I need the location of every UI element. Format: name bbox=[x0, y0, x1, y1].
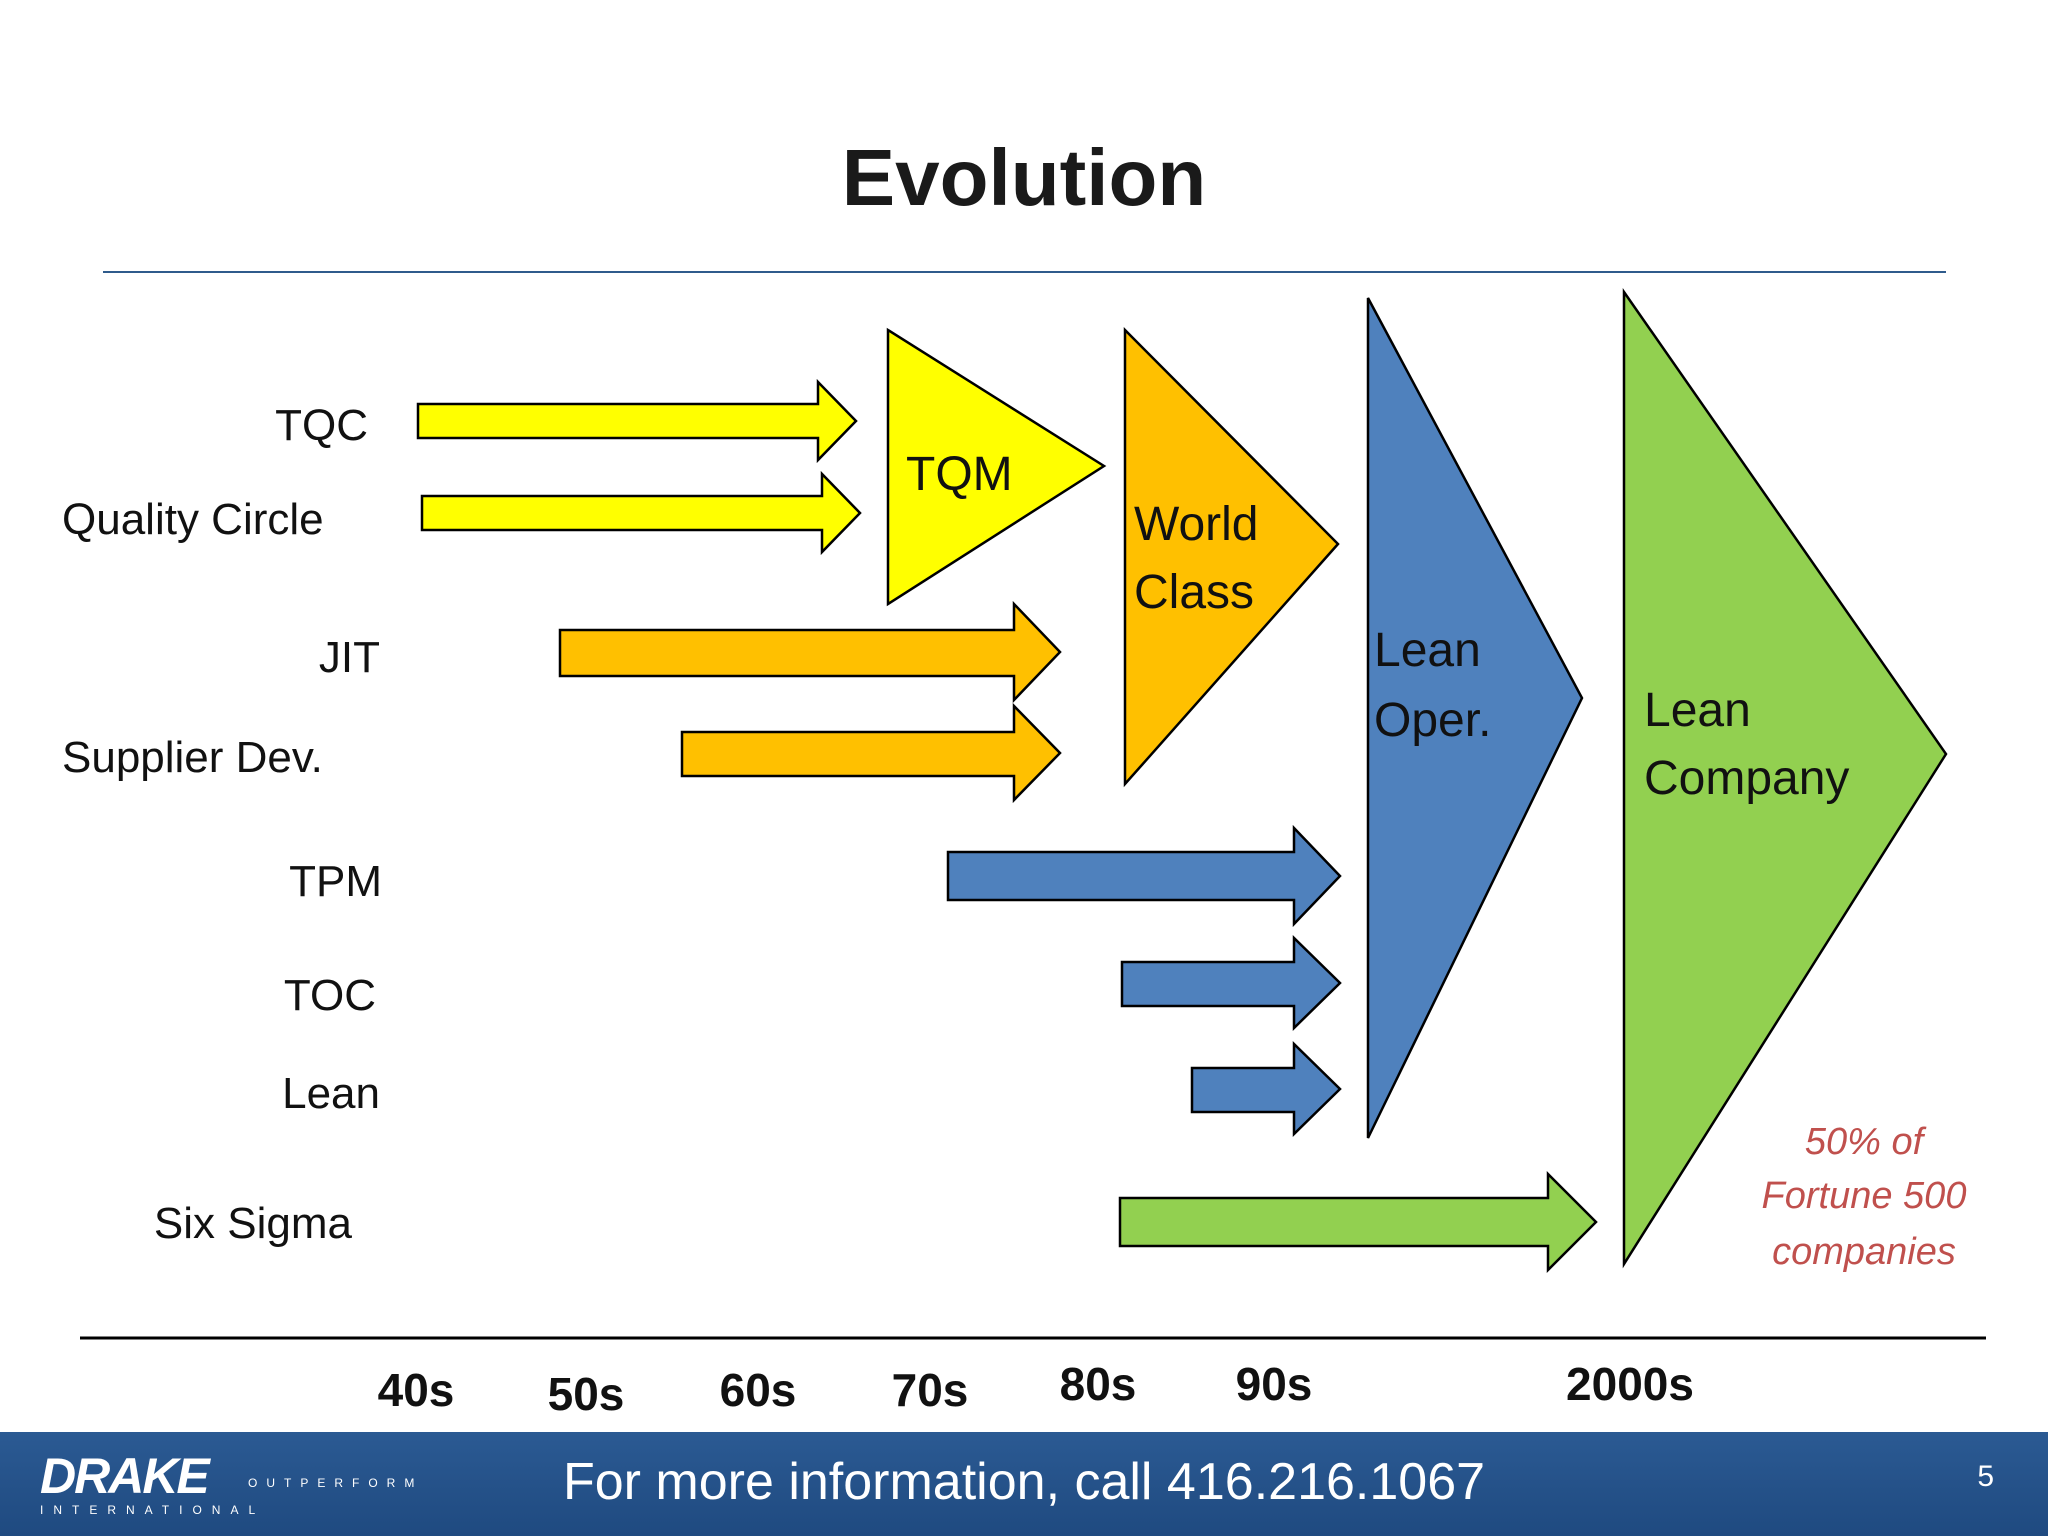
evolution-diagram: TQC Quality Circle JIT Supplier Dev. TPM… bbox=[62, 271, 1986, 1420]
note-line2: Fortune 500 bbox=[1762, 1175, 1967, 1217]
lean-oper-label-line1: Lean bbox=[1374, 624, 1481, 677]
label-quality-circle: Quality Circle bbox=[62, 495, 324, 544]
decade-40s: 40s bbox=[378, 1364, 455, 1416]
tpm-arrow bbox=[946, 824, 1342, 928]
drake-logo[interactable]: DRAKE INTERNATIONAL bbox=[40, 1450, 265, 1518]
label-tqc: TQC bbox=[275, 401, 368, 450]
lean-arrow bbox=[1190, 1041, 1342, 1137]
lean-oper-label-line2: Oper. bbox=[1374, 694, 1491, 747]
tqm-triangle bbox=[886, 327, 1107, 607]
quality-circle-arrow bbox=[420, 470, 862, 556]
logo-subtext: INTERNATIONAL bbox=[40, 1503, 266, 1517]
tqm-label: TQM bbox=[906, 448, 1013, 501]
decade-2000s: 2000s bbox=[1566, 1358, 1694, 1410]
toc-arrow bbox=[1120, 935, 1342, 1031]
label-lean: Lean bbox=[282, 1069, 380, 1118]
world-class-triangle bbox=[1123, 326, 1340, 788]
decade-60s: 60s bbox=[720, 1364, 797, 1416]
note-line3: companies bbox=[1772, 1231, 1956, 1273]
page-number: 5 bbox=[1977, 1460, 1994, 1493]
world-class-label-line1: World bbox=[1134, 498, 1258, 551]
footer-contact-text: For more information, call 416.216.1067 bbox=[562, 1453, 1486, 1511]
world-class-label-line2: Class bbox=[1134, 566, 1254, 619]
decade-90s: 90s bbox=[1236, 1358, 1313, 1410]
lean-oper-triangle bbox=[1366, 297, 1584, 1139]
lean-company-label-line2: Company bbox=[1644, 752, 1849, 805]
label-tpm: TPM bbox=[289, 857, 382, 906]
label-supplier-dev: Supplier Dev. bbox=[62, 733, 323, 782]
note-line1: 50% of bbox=[1805, 1121, 1927, 1163]
decade-50s: 50s bbox=[548, 1368, 625, 1420]
six-sigma-arrow bbox=[1118, 1170, 1598, 1274]
slide-title: Evolution bbox=[841, 133, 1207, 222]
supplier-dev-arrow bbox=[680, 702, 1062, 804]
logo-wordmark: DRAKE bbox=[40, 1448, 210, 1504]
footer-bar: DRAKE INTERNATIONAL OUTPERFORM For more … bbox=[0, 1432, 2048, 1536]
decade-70s: 70s bbox=[892, 1364, 969, 1416]
label-six-sigma: Six Sigma bbox=[154, 1199, 353, 1248]
decade-80s: 80s bbox=[1060, 1358, 1137, 1410]
label-jit: JIT bbox=[319, 633, 380, 682]
logo-tagline: OUTPERFORM bbox=[248, 1476, 424, 1490]
jit-arrow bbox=[558, 600, 1062, 704]
lean-company-triangle bbox=[1622, 288, 1948, 1269]
tqc-arrow bbox=[416, 378, 858, 464]
label-toc: TOC bbox=[284, 971, 376, 1020]
lean-company-label-line1: Lean bbox=[1644, 684, 1751, 737]
